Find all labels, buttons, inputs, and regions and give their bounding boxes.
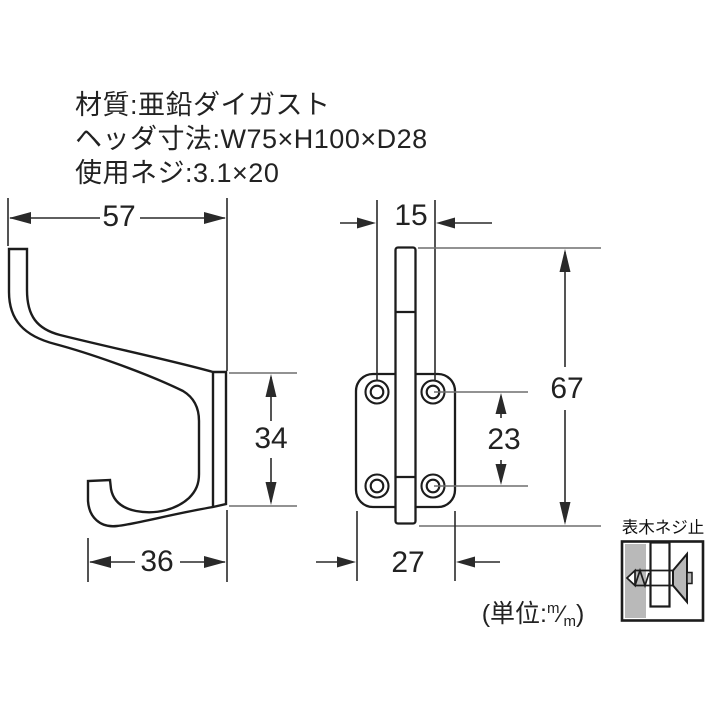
spec-text-block: 材質:亜鉛ダイガスト ヘッダ寸法:W75×H100×D28 使用ネジ:3.1×2…	[75, 88, 428, 190]
spec-header-size: ヘッダ寸法:W75×H100×D28	[75, 124, 428, 154]
unit-slash: ⁄	[559, 601, 564, 628]
dim-side-width: 57	[102, 200, 136, 233]
unit-suffix: )	[575, 600, 585, 628]
dim-front-hole-pitch-x: 15	[394, 199, 428, 232]
unit-numerator: m	[546, 600, 560, 617]
dim-front-height: 67	[550, 372, 584, 405]
spec-material: 材質:亜鉛ダイガスト	[75, 90, 331, 120]
side-view	[7, 247, 228, 528]
spec-screw: 使用ネジ:3.1×20	[75, 158, 280, 188]
screw-mount-icon	[620, 540, 705, 622]
unit-prefix: (単位:	[481, 600, 547, 628]
unit-note: (単位:m⁄m)	[448, 594, 618, 630]
screw-note-label: 表木ネジ止	[621, 519, 705, 537]
dim-side-bottom-width: 36	[140, 545, 174, 578]
front-view-dimensions	[316, 200, 601, 581]
dim-front-hole-pitch-y: 23	[487, 423, 521, 456]
dim-front-width: 27	[391, 546, 425, 579]
front-view	[354, 246, 457, 525]
dim-side-plate-height: 34	[254, 422, 288, 455]
side-view-dimensions	[7, 198, 297, 582]
unit-denominator: m	[563, 613, 576, 630]
